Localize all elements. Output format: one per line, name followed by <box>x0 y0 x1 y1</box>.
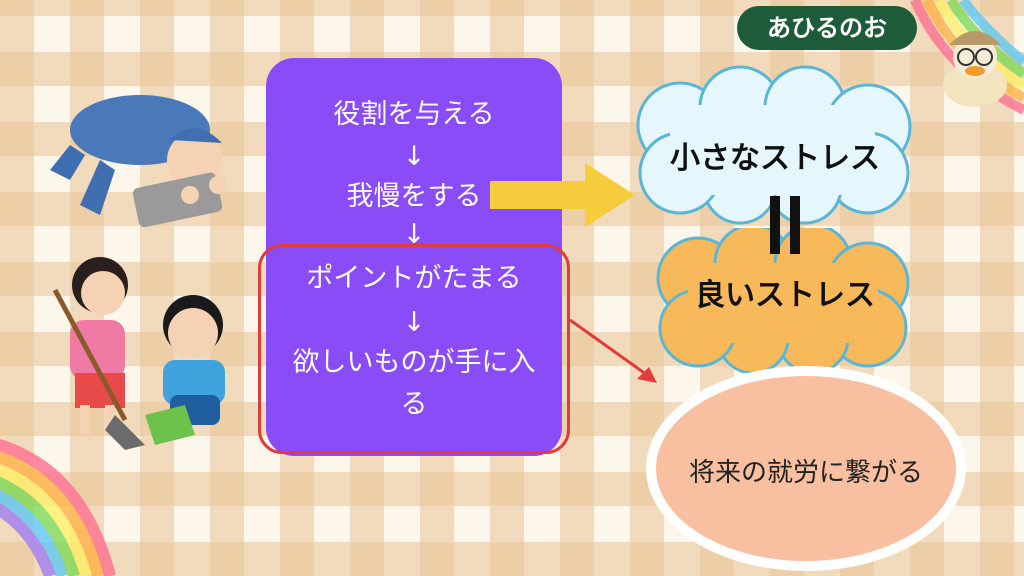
flow-arrow-down-icon: ↓ <box>402 307 426 338</box>
flow-step-get-reward-line1: 欲しいものが手に入 <box>292 347 536 378</box>
child-wiping-floor-illustration <box>50 95 227 228</box>
result-label: 将来の就労に繋がる <box>688 458 923 488</box>
rainbow-decoration <box>0 439 116 576</box>
flow-arrow-down-icon: ↓ <box>402 219 426 250</box>
children-sweeping-illustration <box>52 257 225 450</box>
duck-mascot-icon <box>943 31 1007 107</box>
red-arrow-icon <box>569 318 657 383</box>
small-stress-label: 小さなストレス <box>670 141 880 176</box>
flow-box <box>266 58 562 456</box>
yellow-arrow-icon <box>490 163 635 227</box>
flow-step-points-accumulate: ポイントがたまる <box>306 263 522 294</box>
reward-highlight-frame <box>258 244 570 454</box>
result-oval <box>646 366 966 571</box>
good-stress-cloud <box>656 228 910 373</box>
brand-badge: あひるのお <box>737 6 917 50</box>
small-stress-cloud <box>636 65 912 225</box>
equals-sign-icon <box>770 196 800 254</box>
flow-step-get-reward-line2: る <box>400 389 428 420</box>
flow-step-endure: 我慢をする <box>346 181 482 212</box>
flow-step-assign-role: 役割を与える <box>333 99 495 130</box>
good-stress-label: 良いストレス <box>695 278 875 313</box>
flow-arrow-down-icon: ↓ <box>402 141 426 172</box>
